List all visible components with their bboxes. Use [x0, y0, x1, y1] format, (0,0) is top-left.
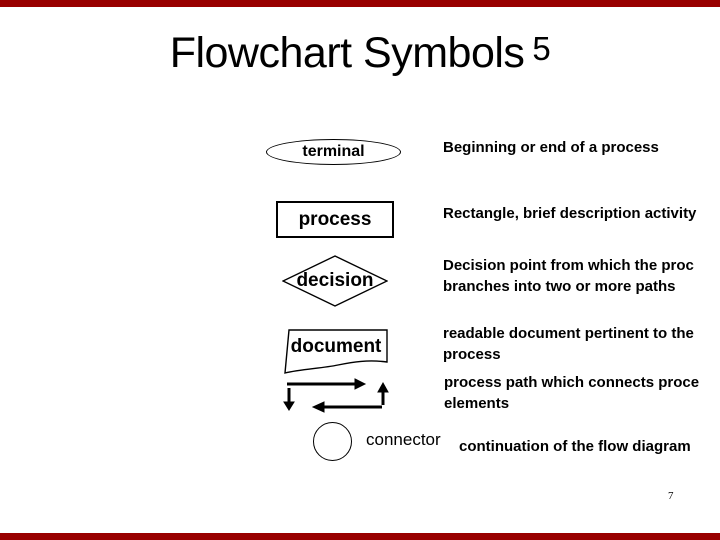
bottom-accent-bar — [0, 533, 720, 540]
diamond-icon — [282, 255, 388, 307]
slide-title-superscript: 5 — [532, 30, 551, 67]
decision-shape — [282, 255, 388, 307]
decision-description-line2: branches into two or more paths — [443, 278, 676, 295]
flow-arrows-svg — [283, 378, 389, 413]
connector-shape — [313, 422, 352, 461]
terminal-shape: terminal — [266, 139, 401, 165]
flowline-description: process path which connects proce elemen… — [444, 372, 699, 414]
document-label: document — [290, 336, 382, 357]
page-number: 7 — [668, 490, 674, 502]
decision-label: decision — [296, 270, 374, 291]
process-label: process — [298, 208, 372, 230]
flowline-description-line1: process path which connects proce — [444, 374, 700, 391]
terminal-description: Beginning or end of a process — [443, 139, 659, 156]
terminal-label: terminal — [302, 143, 365, 160]
flowline-description-line2: elements — [444, 395, 510, 412]
process-description: Rectangle, brief description activity — [443, 205, 697, 222]
document-description-line1: readable document pertinent to the — [443, 325, 694, 342]
decision-description: Decision point from which the proc branc… — [443, 255, 694, 297]
slide-title-text: Flowchart Symbols — [169, 29, 525, 77]
decision-description-line1: Decision point from which the proc — [443, 257, 694, 274]
flowline-arrows-icon — [283, 376, 398, 416]
connector-label: connector — [366, 430, 441, 449]
document-shape — [283, 328, 389, 376]
top-accent-bar — [0, 0, 720, 7]
document-description-line2: process — [443, 346, 501, 363]
connector-description: continuation of the flow diagram — [459, 438, 691, 455]
document-icon — [284, 329, 388, 374]
process-shape: process — [276, 201, 394, 238]
document-description: readable document pertinent to the proce… — [443, 323, 694, 365]
